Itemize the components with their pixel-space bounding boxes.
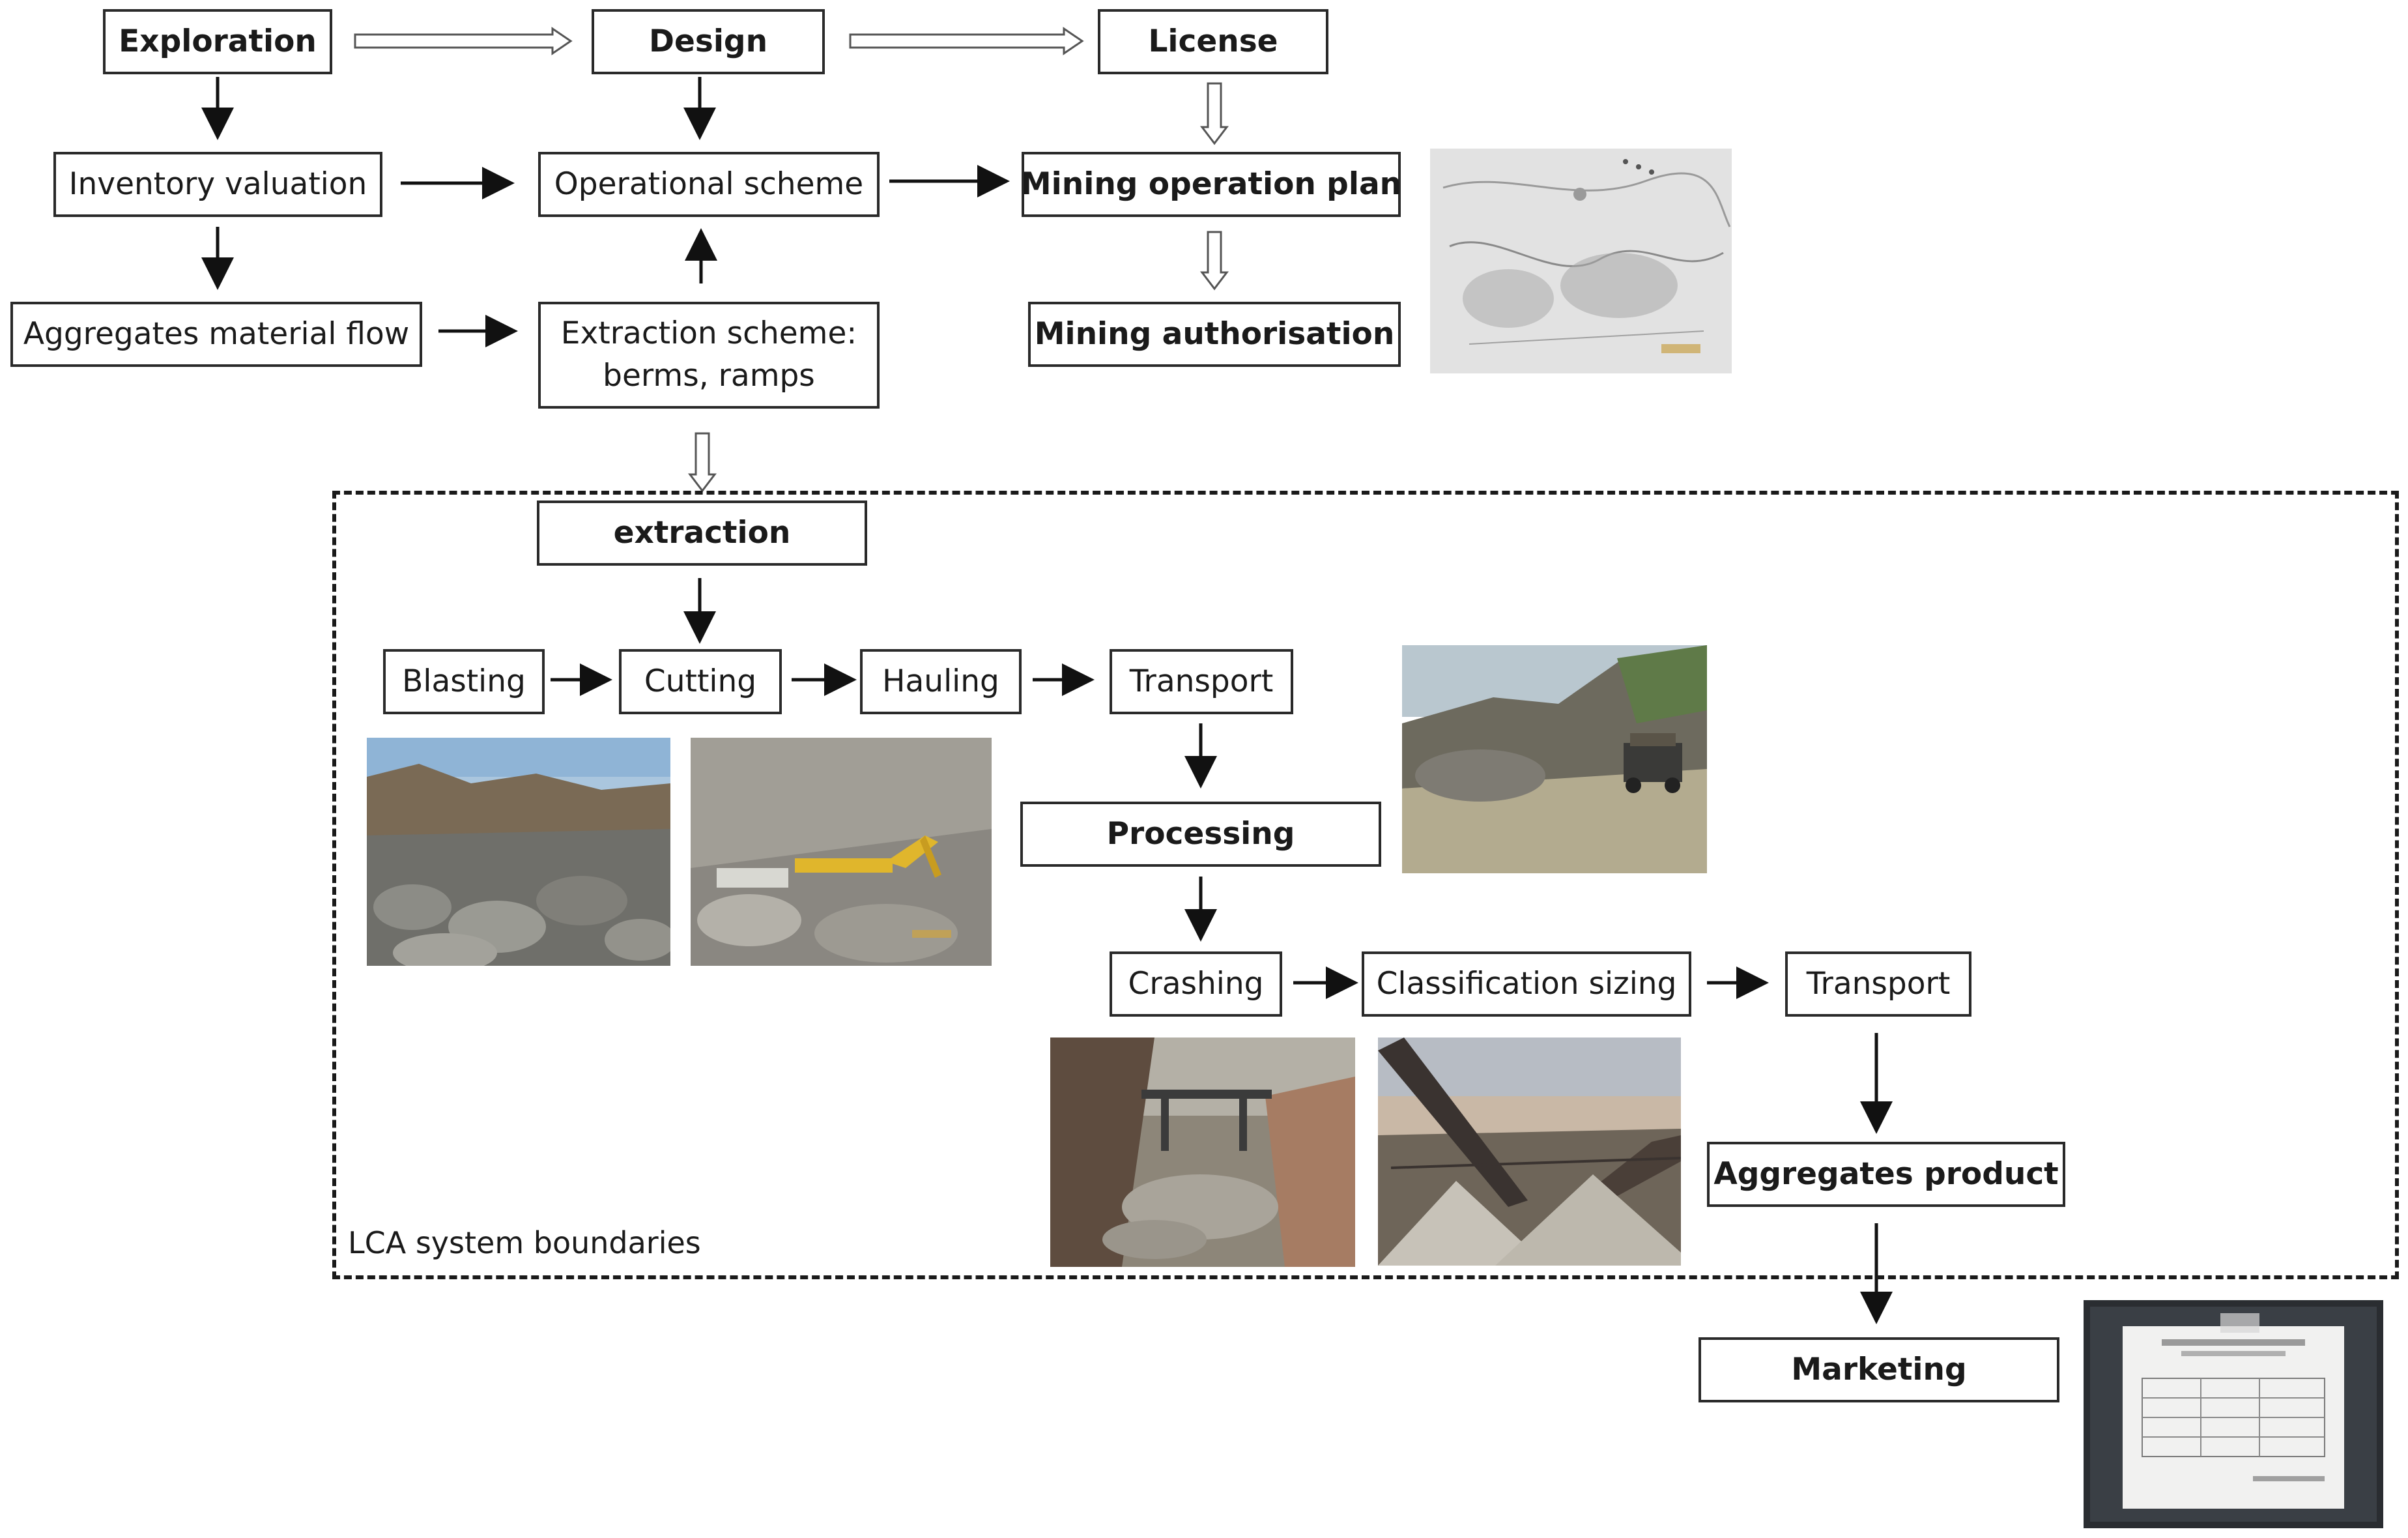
box-mining-operation-plan: Mining operation plan [1021, 152, 1401, 217]
box-marketing: Marketing [1698, 1337, 2059, 1402]
hollow-arrow-mop-authorisation [1199, 231, 1229, 291]
box-transport-2: Transport [1785, 951, 1971, 1017]
box-inventory-valuation: Inventory valuation [53, 152, 382, 217]
mining-plan-map-photo [1430, 149, 1732, 373]
box-aggregates-product: Aggregates product [1707, 1142, 2065, 1207]
extraction-scheme-line1: Extraction scheme: [560, 315, 857, 352]
box-license: License [1098, 9, 1328, 74]
box-processing: Processing [1020, 802, 1381, 867]
box-crashing: Crashing [1110, 951, 1282, 1017]
box-cutting: Cutting [619, 649, 782, 714]
box-extraction: extraction [537, 501, 867, 566]
cutting-excavator-photo [691, 738, 992, 966]
hollow-arrow-design-license [849, 27, 1084, 55]
marketing-price-notice-photo [2084, 1300, 2383, 1528]
blasting-quarry-photo [367, 738, 670, 966]
crusher-photo [1050, 1037, 1355, 1267]
hollow-arrow-scheme-extraction [687, 432, 717, 493]
box-blasting: Blasting [383, 649, 545, 714]
box-design: Design [592, 9, 825, 74]
lca-system-boundary [332, 491, 2399, 1279]
box-transport-1: Transport [1110, 649, 1293, 714]
box-mining-authorisation: Mining authorisation [1028, 302, 1401, 367]
hollow-arrow-exploration-design [354, 27, 573, 55]
box-extraction-scheme: Extraction scheme: berms, ramps [538, 302, 880, 409]
extraction-scheme-line2: berms, ramps [603, 358, 815, 394]
hollow-arrow-license-mop [1199, 82, 1229, 145]
box-classification-sizing: Classification sizing [1362, 951, 1691, 1017]
classification-stockpile-photo [1378, 1037, 1681, 1266]
boundary-label: LCA system boundaries [348, 1225, 701, 1260]
box-operational-scheme: Operational scheme [538, 152, 880, 217]
box-hauling: Hauling [860, 649, 1022, 714]
box-aggregates-material-flow: Aggregates material flow [10, 302, 422, 367]
truck-transport-photo [1402, 645, 1707, 873]
box-exploration: Exploration [103, 9, 332, 74]
